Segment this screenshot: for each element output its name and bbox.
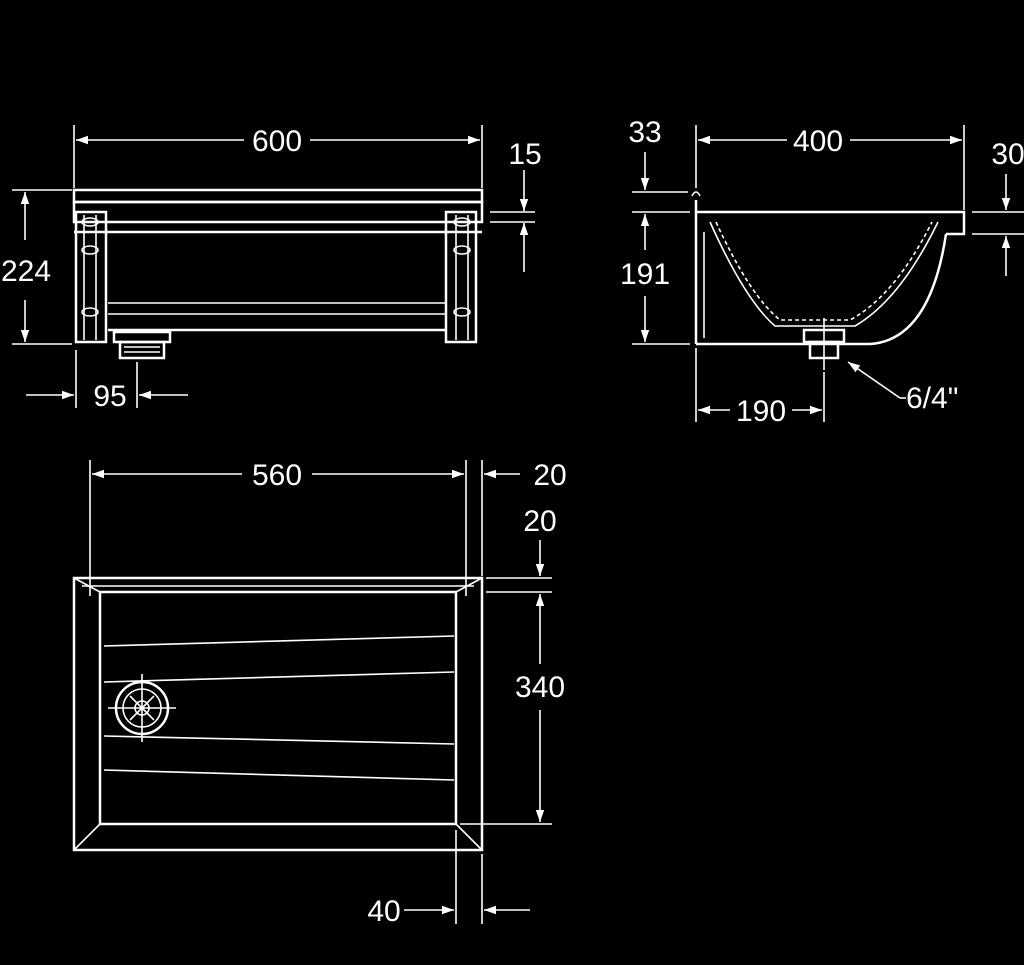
side-view-body [691, 191, 966, 370]
side-top-label: 33 [628, 116, 661, 149]
top-inner-width-label: 560 [252, 459, 302, 492]
front-view: 600 15 224 95 [1, 125, 542, 413]
side-drain-size-label: 6/4" [906, 382, 958, 415]
front-drain-offset-label: 95 [93, 380, 126, 413]
front-view-body [72, 188, 484, 360]
top-view: 560 20 20 340 40 [72, 459, 567, 928]
top-inner-depth-label: 340 [515, 671, 565, 704]
top-right-margin-label: 20 [533, 459, 566, 492]
top-rim-label: 40 [367, 895, 400, 928]
side-rim-label: 30 [991, 138, 1024, 171]
side-drain-offset-label: 190 [736, 395, 786, 428]
side-view: 400 33 191 30 190 6/4" [620, 116, 1024, 428]
front-rim-label: 15 [508, 138, 541, 171]
drain-icon [108, 674, 176, 742]
front-height-label: 224 [1, 255, 51, 288]
top-margin-label: 20 [523, 505, 556, 538]
side-depth-label: 400 [793, 125, 843, 158]
front-width-label: 600 [252, 125, 302, 158]
top-view-body [72, 576, 484, 852]
side-height-label: 191 [620, 258, 670, 291]
